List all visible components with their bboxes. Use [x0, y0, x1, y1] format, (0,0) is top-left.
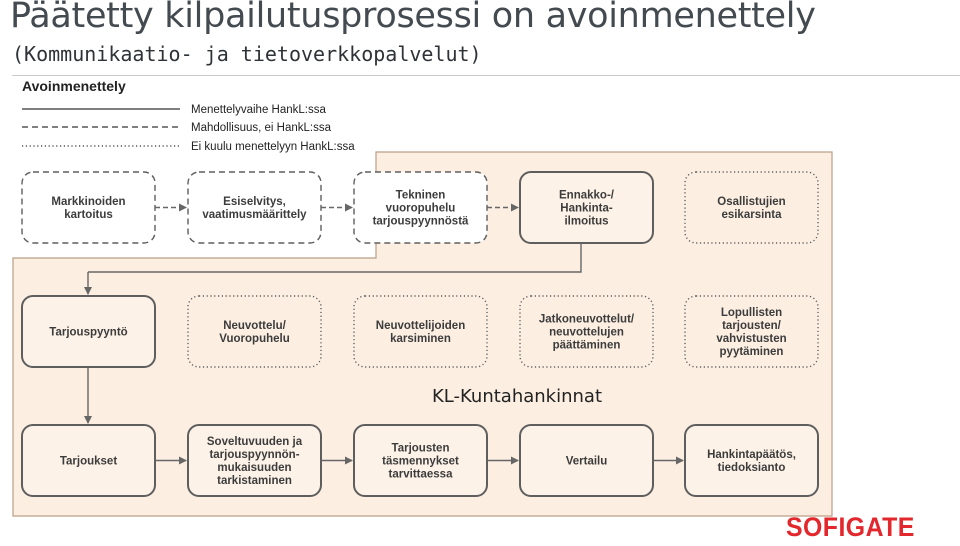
step-label: täsmennykset — [382, 456, 459, 468]
legend-item-solid: Menettelyvaihe HankL:ssa — [22, 104, 326, 116]
step-box-dotted — [519, 295, 654, 368]
step-label: päättäminen — [553, 340, 621, 352]
step-box-dotted — [684, 171, 819, 244]
step-label: Neuvottelijoiden — [376, 320, 465, 332]
row3-step-5: Hankintapäätös,tiedoksianto — [684, 424, 819, 497]
step-box-solid — [684, 424, 819, 497]
step-label: tiedoksianto — [718, 462, 786, 474]
step-label: vahvistusten — [716, 333, 786, 345]
legend-label: Ei kuulu menettelyyn HankL:ssa — [191, 141, 355, 153]
step-label: karsiminen — [390, 333, 451, 345]
step-box-dotted — [353, 295, 488, 368]
step-label: Tekninen — [396, 190, 446, 202]
step-label: Tarjoukset — [60, 456, 117, 468]
step-label: Vuoropuhelu — [219, 333, 289, 345]
row2-step-5: Lopullistentarjousten/vahvistustenpyytäm… — [684, 295, 819, 368]
row2-step-4: Jatkoneuvottelut/neuvottelujenpäättämine… — [519, 295, 654, 368]
legend-item-dotted: Ei kuulu menettelyyn HankL:ssa — [22, 141, 355, 153]
slide-subtitle: (Kommunikaatio- ja tietoverkkopalvelut) — [12, 42, 482, 66]
step-label: tarvittaessa — [389, 469, 454, 481]
step-label: tarjouspyynnön- — [209, 449, 299, 461]
step-label: Hankintapäätös, — [707, 449, 796, 461]
step-label: Esiselvitys, — [223, 196, 286, 208]
connector-ilmoitus-to-tarjouspyynto — [88, 243, 582, 273]
legend-label: Menettelyvaihe HankL:ssa — [191, 104, 326, 116]
step-label: vuoropuhelu — [386, 203, 456, 215]
step-label: Jatkoneuvottelut/ — [539, 314, 635, 326]
step-label: Hankinta- — [560, 203, 613, 215]
step-label: pyytäminen — [720, 346, 784, 358]
step-label: Ennakko-/ — [559, 190, 615, 202]
step-label: ilmoitus — [564, 216, 608, 228]
step-label: Neuvottelu/ — [223, 320, 286, 332]
step-label: Markkinoiden — [51, 196, 125, 208]
slide-title: Päätetty kilpailutusprosessi on avoinmen… — [10, 0, 816, 36]
step-label: esikarsinta — [721, 209, 782, 221]
step-label: mukaisuuden — [217, 462, 291, 474]
row2-step-1: Tarjouspyyntö — [21, 295, 156, 368]
step-label: tarjousten/ — [722, 320, 782, 332]
diagram-heading: Avoinmenettely — [22, 78, 126, 94]
step-label: Soveltuvuuden ja — [207, 436, 303, 448]
step-label: Tarjouspyyntö — [49, 327, 127, 339]
step-box-dotted — [187, 295, 322, 368]
step-label: Vertailu — [566, 456, 608, 468]
row2-step-2: Neuvottelu/Vuoropuhelu — [187, 295, 322, 368]
step-box-dotted — [684, 295, 819, 368]
row1-step-2: Esiselvitys,vaatimusmäärittely — [187, 171, 322, 244]
step-label: vaatimusmäärittely — [202, 209, 307, 221]
legend-item-dashed: Mahdollisuus, ei HankL:ssa — [22, 122, 332, 134]
step-label: Osallistujien — [717, 196, 785, 208]
step-label: tarjouspyynnöstä — [373, 216, 469, 228]
row3-step-4: Vertailu — [519, 424, 654, 497]
sofigate-logo: SOFIGATE — [786, 512, 915, 542]
kl-kuntahankinnat-label: KL-Kuntahankinnat — [432, 386, 602, 407]
step-label: neuvottelujen — [549, 327, 624, 339]
step-label: tarkistaminen — [217, 475, 292, 487]
title-divider — [12, 75, 960, 76]
step-label: Lopullisten — [721, 307, 782, 319]
step-box-solid — [519, 171, 654, 244]
row3-step-1: Tarjoukset — [21, 424, 156, 497]
row3-step-2: Soveltuvuuden jatarjouspyynnön-mukaisuud… — [187, 424, 322, 497]
row1-step-4: Ennakko-/Hankinta-ilmoitus — [519, 171, 654, 244]
step-label: Tarjousten — [392, 443, 450, 455]
legend-label: Mahdollisuus, ei HankL:ssa — [191, 122, 332, 134]
step-label: kartoitus — [64, 209, 113, 221]
